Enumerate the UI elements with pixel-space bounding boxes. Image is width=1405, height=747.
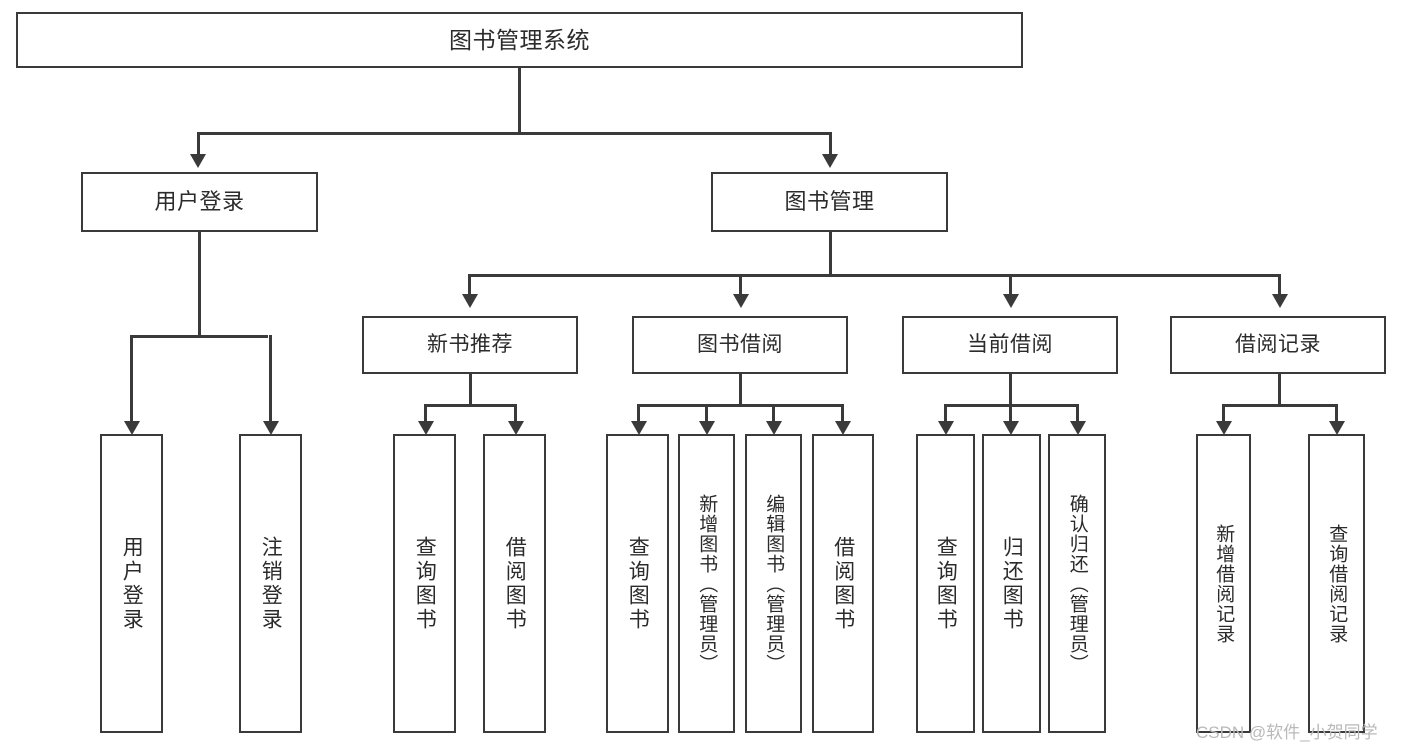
node-label: 图书管理 bbox=[784, 189, 875, 215]
arrow-to-leaf-edit-book bbox=[766, 421, 782, 435]
connector-root-stem bbox=[518, 68, 521, 134]
node-book-management-system[interactable]: 图书管理系统 bbox=[16, 12, 1023, 68]
node-label: 编辑图书（管理员） bbox=[763, 493, 785, 674]
connector-br-bus bbox=[1222, 404, 1336, 407]
connector-root-to-book-management bbox=[829, 132, 832, 156]
connector-user-login-drop-2 bbox=[269, 335, 272, 423]
node-label: 新书推荐 bbox=[427, 332, 513, 356]
connector-nbr-bus bbox=[424, 404, 516, 407]
node-leaf-confirm-return[interactable]: 确认归还（管理员） bbox=[1048, 434, 1106, 733]
node-label: 用户登录 bbox=[154, 189, 245, 215]
node-leaf-query-book-3[interactable]: 查询图书 bbox=[916, 434, 975, 733]
connector-nbr-drop-1 bbox=[424, 404, 427, 423]
arrow-to-leaf-query-book-1 bbox=[418, 421, 434, 435]
connector-bb-drop-3 bbox=[772, 404, 775, 423]
node-leaf-user-logout[interactable]: 注销登录 bbox=[239, 434, 302, 733]
node-label: 借阅图书 bbox=[831, 535, 855, 632]
node-book-borrow[interactable]: 图书借阅 bbox=[632, 316, 848, 374]
connector-book-management-bus bbox=[468, 274, 1280, 277]
arrow-to-borrow-record bbox=[1272, 294, 1288, 308]
node-leaf-borrow-book-1[interactable]: 借阅图书 bbox=[483, 434, 546, 733]
arrow-to-leaf-user-login bbox=[124, 421, 140, 435]
connector-br-drop-2 bbox=[1335, 404, 1338, 423]
connector-br-stem bbox=[1278, 374, 1281, 406]
connector-user-login-bus bbox=[130, 335, 268, 338]
connector-nbr-stem bbox=[469, 374, 472, 406]
connector-cb-stem bbox=[1009, 374, 1012, 406]
node-label: 归还图书 bbox=[1000, 535, 1024, 632]
node-label: 查询图书 bbox=[413, 535, 437, 632]
csdn-watermark: CSDN @软件_小贺同学 bbox=[1196, 723, 1378, 742]
connector-user-login-stem bbox=[198, 232, 201, 337]
connector-root-bus bbox=[197, 132, 832, 135]
node-leaf-edit-book[interactable]: 编辑图书（管理员） bbox=[745, 434, 802, 733]
node-new-book-recommend[interactable]: 新书推荐 bbox=[362, 316, 578, 374]
arrow-to-leaf-query-book-3 bbox=[938, 421, 954, 435]
connector-cb-drop-2 bbox=[1009, 404, 1012, 423]
node-label: 查询借阅记录 bbox=[1326, 523, 1348, 644]
node-leaf-borrow-book-2[interactable]: 借阅图书 bbox=[812, 434, 874, 733]
connector-br-drop-1 bbox=[1222, 404, 1225, 423]
arrow-to-leaf-add-book bbox=[699, 421, 715, 435]
connector-cb-drop-1 bbox=[944, 404, 947, 423]
connector-bb-drop-4 bbox=[841, 404, 844, 423]
node-user-login[interactable]: 用户登录 bbox=[81, 172, 318, 232]
arrow-to-leaf-query-record bbox=[1329, 421, 1345, 435]
arrow-to-leaf-confirm-return bbox=[1070, 421, 1086, 435]
node-label: 借阅图书 bbox=[503, 535, 527, 632]
arrow-to-leaf-borrow-book-2 bbox=[835, 421, 851, 435]
arrow-to-leaf-add-record bbox=[1216, 421, 1232, 435]
connector-bm-drop-book-borrow bbox=[739, 274, 742, 296]
node-label: 图书借阅 bbox=[697, 332, 783, 356]
node-label: 确认归还（管理员） bbox=[1066, 493, 1088, 674]
node-label: 用户登录 bbox=[120, 535, 144, 632]
node-leaf-add-record[interactable]: 新增借阅记录 bbox=[1196, 434, 1251, 733]
node-leaf-query-record[interactable]: 查询借阅记录 bbox=[1308, 434, 1365, 733]
arrow-to-current-borrow bbox=[1003, 294, 1019, 308]
arrow-root-to-user-login bbox=[190, 154, 206, 168]
connector-book-management-stem bbox=[829, 232, 832, 276]
arrow-to-leaf-borrow-book-1 bbox=[508, 421, 524, 435]
node-leaf-return-book[interactable]: 归还图书 bbox=[982, 434, 1041, 733]
connector-bb-drop-2 bbox=[705, 404, 708, 423]
arrow-to-leaf-return-book bbox=[1003, 421, 1019, 435]
node-leaf-user-login[interactable]: 用户登录 bbox=[100, 434, 163, 733]
connector-nbr-drop-2 bbox=[514, 404, 517, 423]
connector-bb-stem bbox=[739, 374, 742, 406]
node-label: 当前借阅 bbox=[967, 332, 1053, 356]
node-current-borrow[interactable]: 当前借阅 bbox=[902, 316, 1118, 374]
node-book-management[interactable]: 图书管理 bbox=[711, 172, 948, 232]
node-label: 新增借阅记录 bbox=[1213, 523, 1235, 644]
node-label: 查询图书 bbox=[934, 535, 958, 632]
connector-cb-drop-3 bbox=[1076, 404, 1079, 423]
node-borrow-record[interactable]: 借阅记录 bbox=[1170, 316, 1386, 374]
arrow-to-book-borrow bbox=[733, 294, 749, 308]
connector-bm-drop-borrow-record bbox=[1278, 274, 1281, 296]
node-label: 新增图书（管理员） bbox=[696, 493, 718, 674]
arrow-root-to-book-management bbox=[822, 154, 838, 168]
node-leaf-query-book-2[interactable]: 查询图书 bbox=[606, 434, 669, 733]
node-leaf-add-book[interactable]: 新增图书（管理员） bbox=[678, 434, 735, 733]
node-leaf-query-book-1[interactable]: 查询图书 bbox=[393, 434, 456, 733]
node-label: 借阅记录 bbox=[1235, 332, 1321, 356]
arrow-to-new-book-recommend bbox=[462, 294, 478, 308]
node-label: 注销登录 bbox=[259, 535, 283, 632]
connector-bb-drop-1 bbox=[637, 404, 640, 423]
node-label: 查询图书 bbox=[626, 535, 650, 632]
arrow-to-leaf-user-logout bbox=[263, 421, 279, 435]
connector-bb-bus bbox=[637, 404, 843, 407]
arrow-to-leaf-query-book-2 bbox=[631, 421, 647, 435]
connector-root-to-user-login bbox=[197, 132, 200, 156]
node-label: 图书管理系统 bbox=[449, 26, 590, 53]
connector-user-login-drop-1 bbox=[130, 335, 133, 423]
connector-bm-drop-current-borrow bbox=[1009, 274, 1012, 296]
connector-bm-drop-new-book bbox=[468, 274, 471, 296]
